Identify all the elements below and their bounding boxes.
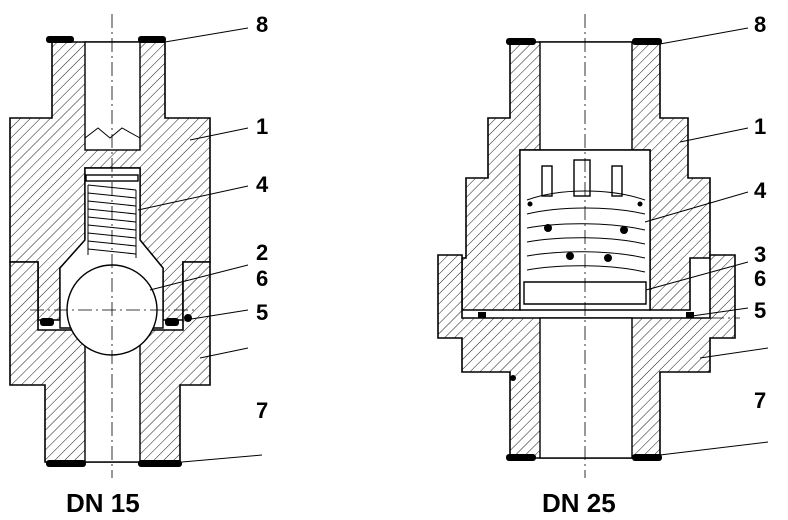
dn25-seal-right	[686, 312, 694, 318]
dn15-label-4: 4	[256, 172, 269, 197]
dn15-caption: DN 15	[66, 488, 140, 518]
dn25-top-seal-left	[506, 38, 536, 45]
dn25-label-8: 8	[754, 12, 766, 37]
dn25-label-7: 7	[754, 388, 766, 413]
dn25-label-1: 1	[754, 114, 766, 139]
dn15-seal-right	[165, 318, 179, 326]
dn15-label-2: 2	[256, 240, 268, 265]
dn25-label-3: 3	[754, 242, 766, 267]
dn25-caption: DN 25	[542, 488, 616, 518]
dn15-top-seal-right	[138, 36, 166, 43]
dn15-label-8: 8	[256, 12, 268, 37]
dn25-section-view: 8 1 4 3 6 5 7 DN 25	[437, 12, 769, 518]
dn25-label-5: 5	[754, 298, 766, 323]
dn15-bottom-seal-right	[138, 460, 182, 467]
dn25-label-6: 6	[754, 266, 766, 291]
dn25-bottom-seal-right	[632, 454, 662, 461]
dn25-guide-pins	[541, 159, 623, 197]
dn25-leaders	[644, 27, 769, 456]
dn25-oring	[510, 375, 516, 381]
dn15-label-5: 5	[256, 300, 268, 325]
dn15-oring	[184, 314, 192, 322]
dn15-label-7: 7	[256, 398, 268, 423]
dn15-label-1: 1	[256, 114, 268, 139]
dn15-bottom-seal-left	[46, 460, 86, 467]
dn25-label-4: 4	[754, 178, 767, 203]
dn15-leaders	[137, 27, 263, 463]
dn15-label-6: 6	[256, 266, 268, 291]
dn25-seal-left	[478, 312, 486, 318]
dn15-section-view: 8 1 4 2 6 5 7 DN 15	[9, 12, 269, 518]
dn25-disc	[523, 281, 647, 305]
dn25-upper-bore	[539, 41, 633, 151]
dn25-top-seal-right	[632, 38, 662, 45]
dn25-lower-bore	[539, 317, 633, 459]
dn15-top-seal-left	[46, 36, 74, 43]
dn15-upper-bore	[84, 41, 141, 151]
dn15-seal-left	[40, 318, 54, 326]
dn15-seat-tips	[84, 127, 141, 151]
dn25-bottom-seal-left	[506, 454, 536, 461]
